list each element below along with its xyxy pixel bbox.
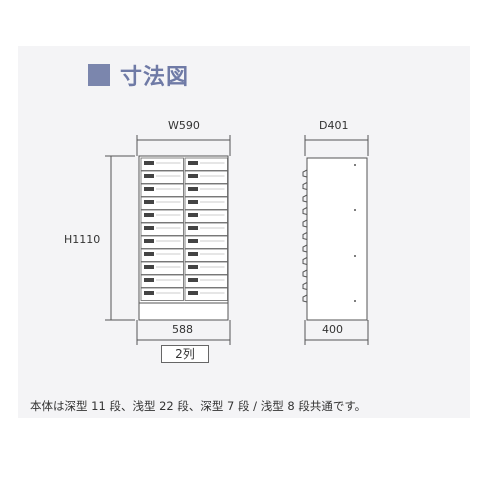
drawer-handle-icon xyxy=(188,161,198,165)
drawer-handle-icon xyxy=(188,239,198,243)
front-drawer-grid xyxy=(140,157,228,301)
side-screw-dot-icon xyxy=(354,255,356,257)
drawer-handle-icon xyxy=(144,161,154,165)
side-drawer-handle-icon xyxy=(302,244,308,253)
footnote-text: 本体は深型 11 段、浅型 22 段、深型 7 段 / 浅型 8 段共通です。 xyxy=(30,399,367,413)
side-cabinet-body xyxy=(306,157,368,321)
drawer-handle-icon xyxy=(188,174,198,178)
drawer-handle-icon xyxy=(188,213,198,217)
drawer-handle-icon xyxy=(144,226,154,230)
side-drawer-handle-icon xyxy=(302,294,308,303)
drawer-handle-icon xyxy=(144,291,154,295)
drawer-handle-icon xyxy=(188,226,198,230)
drawer-handle-icon xyxy=(188,187,198,191)
side-handle-group xyxy=(302,169,308,303)
drawer-handle-icon xyxy=(144,200,154,204)
drawer-handle-icon xyxy=(188,278,198,282)
side-drawer-handle-icon xyxy=(302,182,308,190)
columns-label: 2列 xyxy=(175,347,195,361)
side-drawer-handle-icon xyxy=(302,269,308,278)
side-inner-depth-label: 400 xyxy=(322,323,343,336)
drawer-handle-icon xyxy=(144,252,154,256)
drawer-handle-icon xyxy=(144,239,154,243)
drawer-handle-icon xyxy=(144,265,154,269)
columns-badge: 2列 xyxy=(161,345,209,363)
title-square-icon xyxy=(88,64,110,86)
drawer-handle-icon xyxy=(144,213,154,217)
drawer-handle-icon xyxy=(144,174,154,178)
side-screw-dot-icon xyxy=(354,209,356,211)
side-drawer-handle-icon xyxy=(302,257,308,265)
side-dot-group xyxy=(354,164,356,302)
drawer-handle-icon xyxy=(144,278,154,282)
drawer-handle-icon xyxy=(188,200,198,204)
side-drawer-handle-icon xyxy=(302,207,308,215)
drawer-handle-icon xyxy=(188,291,198,295)
drawer-handle-icon xyxy=(188,265,198,269)
front-width-label: W590 xyxy=(168,119,200,132)
side-drawer-handle-icon xyxy=(302,169,308,178)
side-screw-dot-icon xyxy=(354,300,356,302)
drawer-handle-icon xyxy=(188,252,198,256)
diagram-panel xyxy=(18,46,470,418)
side-screw-dot-icon xyxy=(354,164,356,166)
front-height-label: H1110 xyxy=(64,233,101,246)
title-text: 寸法図 xyxy=(120,65,190,90)
side-drawer-handle-icon xyxy=(302,219,308,228)
side-drawer-handle-icon xyxy=(302,194,308,203)
side-drawer-handle-icon xyxy=(302,282,308,290)
drawer-handle-icon xyxy=(144,187,154,191)
front-inner-width-label: 588 xyxy=(172,323,193,336)
side-drawer-handle-icon xyxy=(302,232,308,240)
side-depth-label: D401 xyxy=(319,119,349,132)
title-heading: 寸法図 xyxy=(88,60,189,90)
